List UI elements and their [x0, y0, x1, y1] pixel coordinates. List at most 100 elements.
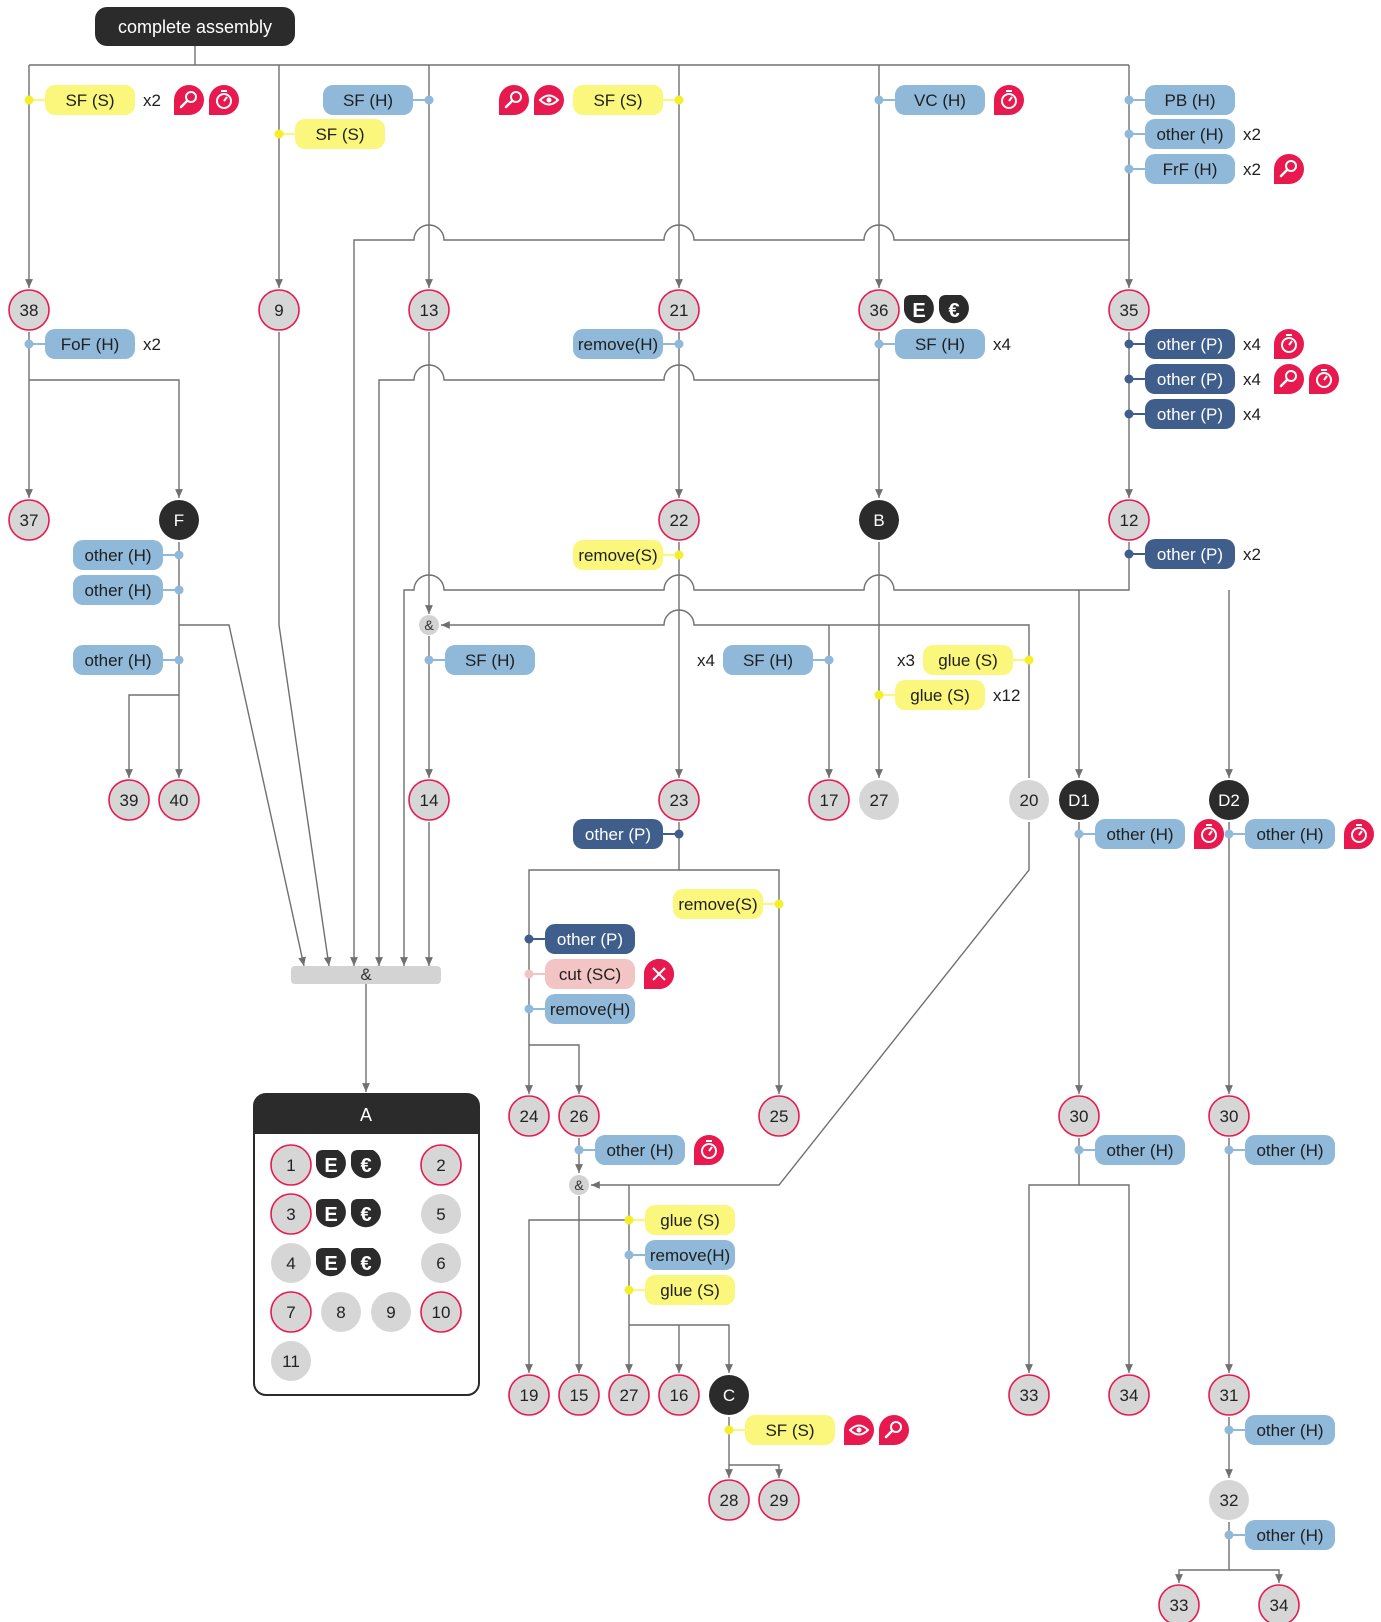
operation-other-h: other (H) — [1074, 1135, 1185, 1165]
operation-glue-s: glue (S)x12 — [874, 680, 1020, 710]
connector-dot — [174, 550, 184, 560]
connector-dot — [1074, 1145, 1084, 1155]
node-circle — [1208, 1374, 1250, 1416]
node-circle — [758, 1095, 800, 1137]
timer-icon — [209, 85, 239, 115]
operation-pill — [1245, 1415, 1335, 1445]
operation-label: SF (S) — [65, 91, 114, 110]
node-label: 33 — [1020, 1386, 1039, 1405]
search-icon — [499, 85, 529, 115]
connector-dot — [1074, 829, 1084, 839]
connector-dot — [874, 690, 884, 700]
operation-label: other (P) — [557, 930, 623, 949]
operation-label: FrF (H) — [1163, 160, 1218, 179]
node-label: 33 — [1170, 1596, 1189, 1615]
node-label: 13 — [420, 301, 439, 320]
hub-node-d2: D2 — [1209, 780, 1249, 820]
operation-other-h: other (H) — [1224, 1520, 1335, 1550]
operation-other-h: other (H) — [574, 1135, 724, 1165]
connector-dot — [624, 1250, 634, 1260]
operation-pill — [745, 1415, 835, 1445]
node-circle — [1009, 780, 1049, 820]
assembly-part-label: 6 — [436, 1254, 445, 1273]
multiplier: x4 — [1243, 405, 1261, 424]
node-label: 19 — [520, 1386, 539, 1405]
multiplier: x2 — [1243, 545, 1261, 564]
node-label: 37 — [20, 511, 39, 530]
operation-sf-s: SF (S) — [499, 85, 684, 115]
node-label: 34 — [1120, 1386, 1139, 1405]
operation-remove-s: remove(S) — [673, 889, 784, 919]
operation-pill — [1095, 1135, 1185, 1165]
node-circle — [558, 1374, 600, 1416]
part-node-27a: 27 — [859, 780, 899, 820]
e-icon: E — [904, 295, 934, 324]
connector-dot — [1224, 1425, 1234, 1435]
operation-pill — [573, 85, 663, 115]
operation-label: SF (S) — [593, 91, 642, 110]
eye-icon — [534, 85, 564, 115]
node-circle — [658, 499, 700, 541]
operation-other-h: other (H) — [73, 645, 184, 675]
operation-pill — [45, 85, 135, 115]
timer-icon — [1309, 364, 1339, 394]
search-icon — [879, 1415, 909, 1445]
operation-glue-s: glue (S)x3 — [897, 645, 1034, 675]
operation-remove-h: remove(H) — [573, 329, 684, 359]
assembly-part-label: 3 — [286, 1205, 295, 1224]
operation-remove-h: remove(H) — [524, 994, 635, 1024]
edge-38 — [629, 1324, 733, 1373]
part-node-19: 19 — [508, 1374, 550, 1416]
connector-dot — [674, 550, 684, 560]
node-circle — [1108, 289, 1150, 331]
euro-icon: € — [351, 1150, 381, 1179]
connector-dot — [1024, 655, 1034, 665]
node-circle — [658, 289, 700, 331]
operation-remove-h: remove(H) — [624, 1240, 735, 1270]
operation-pill — [1145, 399, 1235, 429]
operation-label: other (H) — [84, 546, 151, 565]
operation-label: FoF (H) — [61, 335, 120, 354]
connector-dot — [174, 585, 184, 595]
operation-other-p: other (P) — [573, 819, 684, 849]
operation-label: other (P) — [585, 825, 651, 844]
operation-other-h: other (H) — [73, 575, 184, 605]
part-node-14: 14 — [408, 779, 450, 821]
connector-dot — [624, 1285, 634, 1295]
node-badges-36: E€ — [904, 295, 969, 324]
multiplier: x2 — [143, 91, 161, 110]
assembly-part-label: 5 — [436, 1205, 445, 1224]
connector-dot — [1124, 339, 1134, 349]
operation-pill — [723, 645, 813, 675]
operation-label: remove(S) — [678, 895, 757, 914]
assembly-part-11: 11 — [271, 1341, 311, 1381]
part-node-26: 26 — [558, 1095, 600, 1137]
node-label: 31 — [1220, 1386, 1239, 1405]
timer-icon — [1194, 819, 1224, 849]
edge-22 — [125, 694, 179, 778]
hub-circle — [859, 500, 899, 540]
operation-label: glue (S) — [910, 686, 970, 705]
eye-icon — [844, 1415, 874, 1445]
node-label: 22 — [670, 511, 689, 530]
operation-glue-s: glue (S) — [624, 1205, 735, 1235]
node-circle — [1008, 1374, 1050, 1416]
cross-icon — [643, 959, 674, 989]
connector-dot — [24, 339, 34, 349]
operation-label: PB (H) — [1165, 91, 1216, 110]
edge-49 — [1229, 1569, 1283, 1583]
svg-text:€: € — [360, 1204, 371, 1226]
svg-text:€: € — [948, 300, 959, 322]
euro-icon: € — [351, 1248, 381, 1277]
node-label: 35 — [1120, 301, 1139, 320]
operation-pill — [673, 889, 763, 919]
node-label: 30 — [1070, 1107, 1089, 1126]
operation-label: other (P) — [1157, 545, 1223, 564]
part-node-13: 13 — [408, 289, 450, 331]
part-node-32: 32 — [1209, 1480, 1249, 1520]
operation-glue-s: glue (S) — [624, 1275, 735, 1305]
connector-dot — [874, 95, 884, 105]
connector-dot — [724, 1425, 734, 1435]
part-node-9: 9 — [258, 289, 300, 331]
